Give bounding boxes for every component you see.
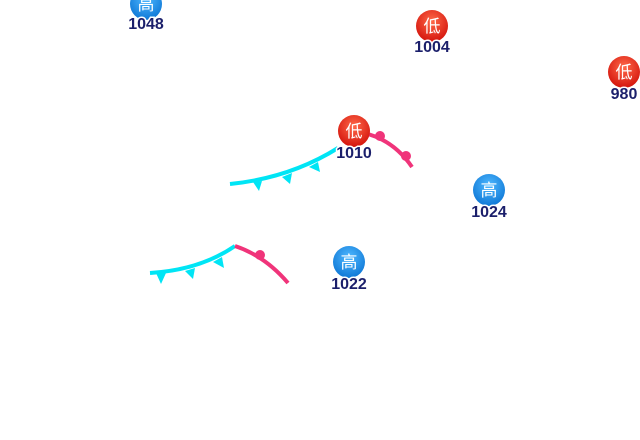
high-pressure-center-1024: 高 1024 xyxy=(470,174,508,223)
svg-text:低: 低 xyxy=(424,17,441,37)
svg-text:高: 高 xyxy=(341,253,358,273)
svg-text:高: 高 xyxy=(138,0,155,15)
svg-text:低: 低 xyxy=(616,63,633,83)
low-pressure-center-1004: 低 1004 xyxy=(413,10,451,58)
svg-text:980: 980 xyxy=(611,86,638,103)
svg-text:1022: 1022 xyxy=(331,276,367,293)
svg-text:低: 低 xyxy=(346,122,363,142)
svg-text:高: 高 xyxy=(481,181,498,201)
low-pressure-center-980: 低 980 xyxy=(608,56,640,105)
svg-text:1010: 1010 xyxy=(336,145,372,162)
svg-text:1004: 1004 xyxy=(414,39,450,56)
high-pressure-center-1022: 高 1022 xyxy=(330,246,368,295)
svg-text:1024: 1024 xyxy=(471,204,507,221)
svg-text:1048: 1048 xyxy=(128,16,164,33)
cold-front-1 xyxy=(229,146,340,191)
warm-front-1 xyxy=(367,131,414,169)
low-pressure-center-1010: 低 1010 xyxy=(335,115,373,164)
high-pressure-center-1048: 高 1048 xyxy=(127,0,165,35)
cold-front-2 xyxy=(149,244,237,284)
warm-front-2 xyxy=(234,244,290,285)
